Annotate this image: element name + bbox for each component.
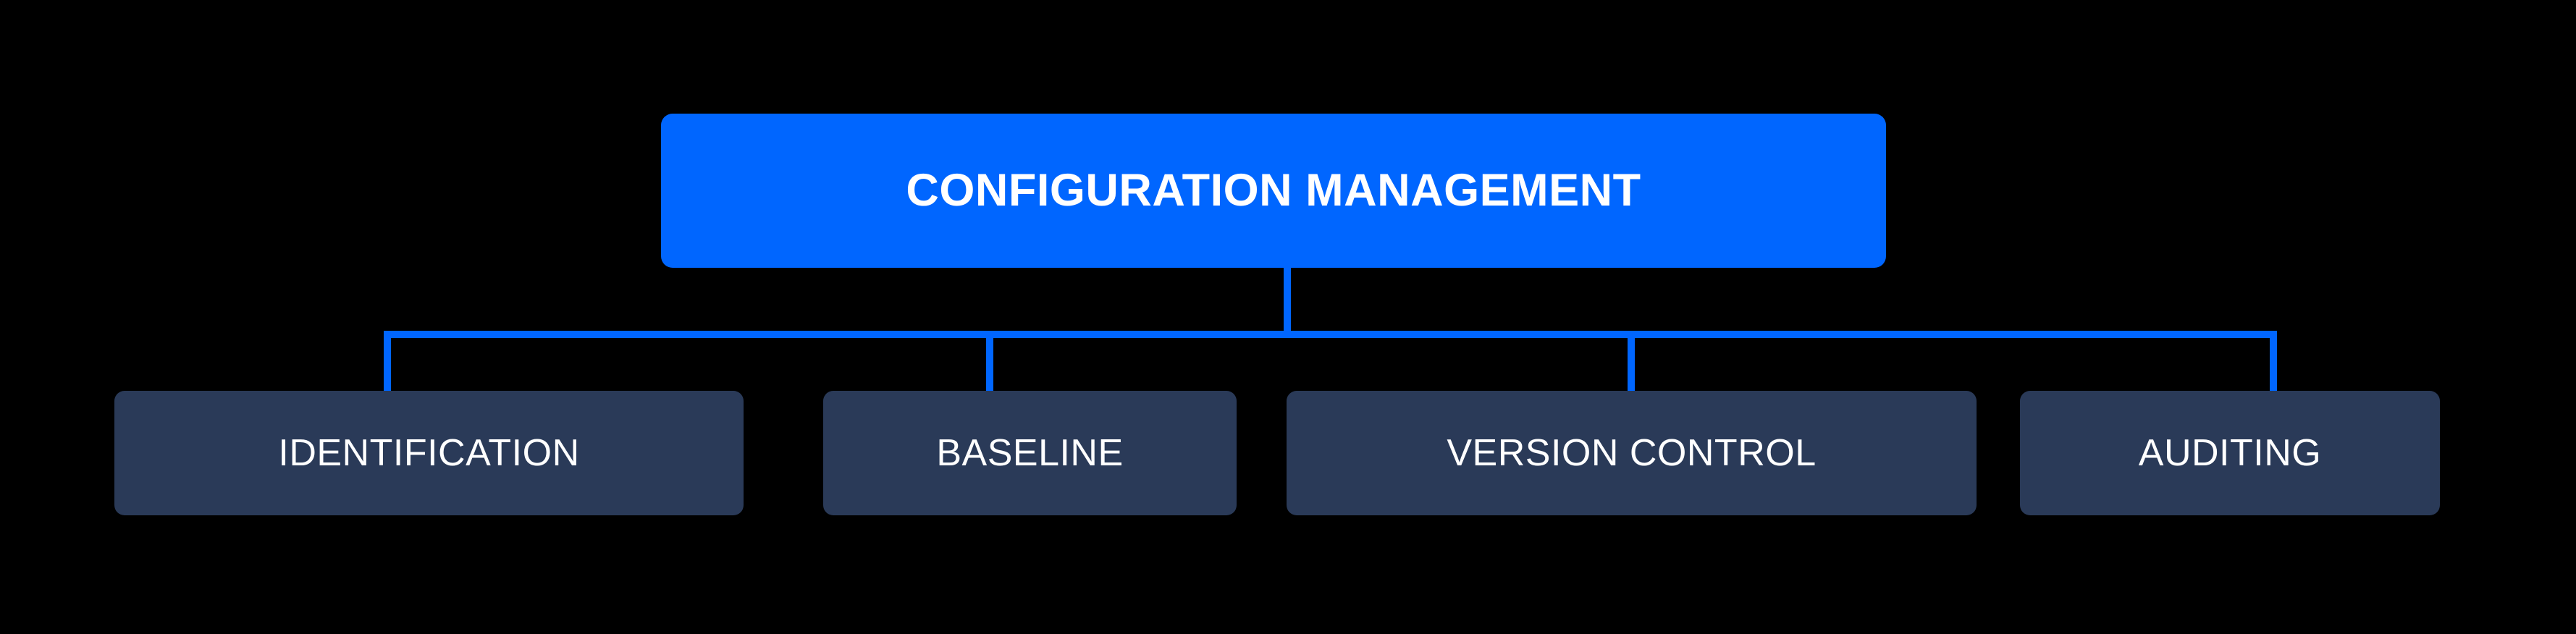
root-node-label: CONFIGURATION MANAGEMENT [906, 165, 1641, 216]
root-node-configuration-management[interactable]: CONFIGURATION MANAGEMENT [661, 114, 1886, 268]
child-node-label-identification: IDENTIFICATION [278, 432, 580, 474]
child-node-baseline[interactable]: BASELINE [823, 391, 1237, 515]
connector-stem-root [1284, 265, 1291, 334]
child-node-label-version-control: VERSION CONTROL [1447, 432, 1817, 474]
child-node-version-control[interactable]: VERSION CONTROL [1287, 391, 1977, 515]
connector-drop-version-control [1628, 331, 1635, 394]
connector-drop-baseline [986, 331, 993, 394]
connector-drop-auditing [2270, 331, 2277, 394]
child-node-label-baseline: BASELINE [936, 432, 1124, 474]
child-node-identification[interactable]: IDENTIFICATION [114, 391, 744, 515]
child-node-auditing[interactable]: AUDITING [2020, 391, 2440, 515]
connector-drop-identification [384, 331, 391, 394]
child-node-label-auditing: AUDITING [2138, 432, 2322, 474]
connector-horizontal-rail [384, 331, 2277, 338]
